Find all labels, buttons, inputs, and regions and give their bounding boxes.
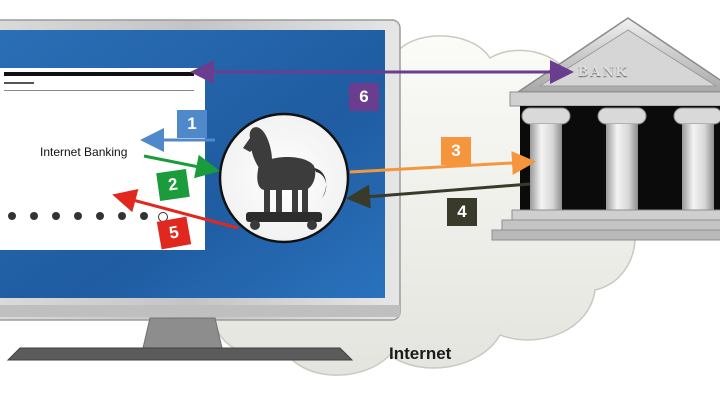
internet-label: Internet [389,344,452,363]
toolbar-icon[interactable] [8,212,16,220]
toolbar-icon[interactable] [96,212,104,220]
toolbar-icon[interactable] [52,212,60,220]
browser-toolbar [4,90,194,91]
step-5-badge: 5 [156,216,192,250]
bank-sign: BANK [578,64,630,80]
toolbar-icon[interactable] [118,212,126,220]
arrow-4 [346,182,531,209]
cloud-icon [213,35,636,376]
step-1-badge: 1 [177,110,207,138]
internet-banking-label: Internet Banking [40,145,128,159]
step-6-badge: 6 [349,83,379,111]
step-3-badge: 3 [441,137,471,165]
toolbar-icon[interactable] [140,212,148,220]
step-4-badge: 4 [447,198,477,226]
step-2-badge: 2 [156,169,190,201]
toolbar-icon[interactable] [30,212,38,220]
arrow-3 [349,151,536,175]
browser-tab [4,82,34,84]
trojan-horse-icon [218,112,350,244]
toolbar-icon[interactable] [74,212,82,220]
browser-title-bar [4,72,194,76]
bank-building-icon [491,17,720,241]
